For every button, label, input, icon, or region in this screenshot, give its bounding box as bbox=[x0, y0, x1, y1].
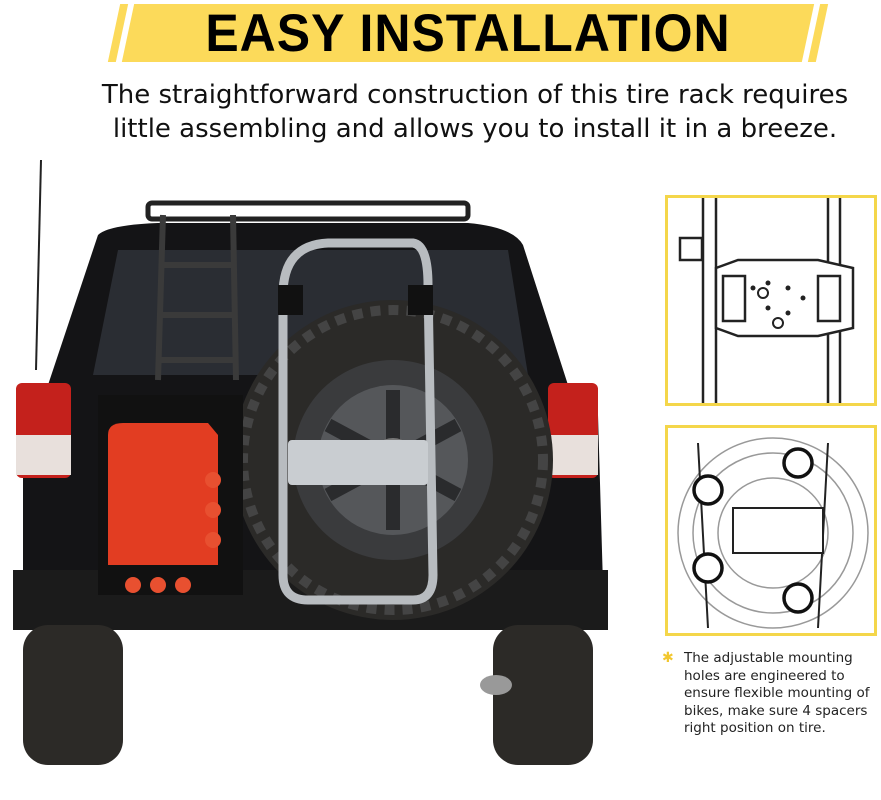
subtitle-line-1: The straightforward construction of this… bbox=[101, 80, 849, 110]
mounting-plate-diagram-icon bbox=[678, 198, 855, 403]
asterisk-star-icon: ✱ bbox=[662, 650, 674, 666]
mounting-note-text: The adjustable mounting holes are engine… bbox=[684, 650, 870, 736]
page-title: EASY INSTALLATION bbox=[205, 3, 731, 63]
mounting-plate-diagram bbox=[665, 195, 877, 406]
spacers-on-tire-diagram bbox=[665, 425, 877, 636]
spacers-on-tire-diagram-icon bbox=[677, 437, 869, 629]
vehicle-photo bbox=[13, 159, 608, 765]
subtitle-line-2: little assembling and allows you to inst… bbox=[112, 114, 838, 144]
subtitle: The straightforward construction of this… bbox=[40, 78, 881, 146]
